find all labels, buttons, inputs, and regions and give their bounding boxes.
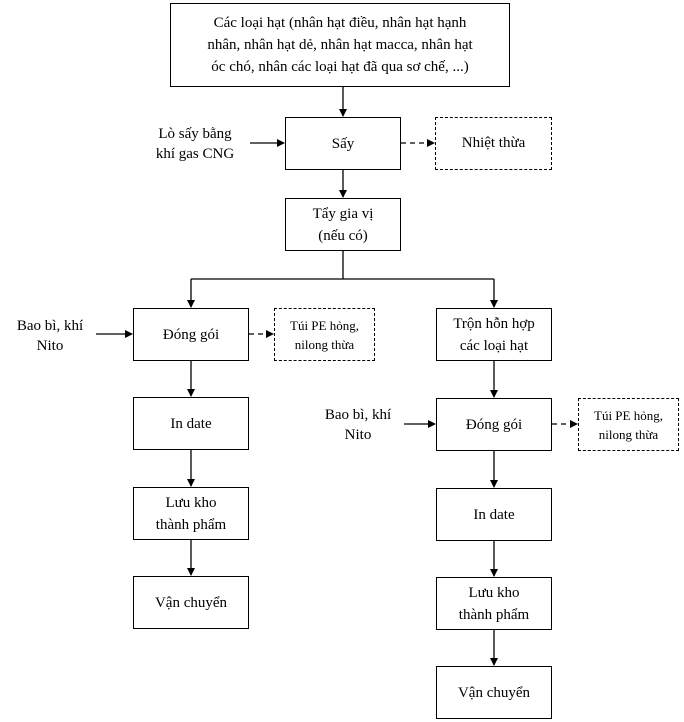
input-materials-box: Các loại hạt (nhân hạt điều, nhân hạt hạ… xyxy=(170,3,510,87)
right-packing-text: Đóng gói xyxy=(465,416,523,433)
right-packaging-input-text: Bao bì, khí Nito xyxy=(324,407,392,443)
right-date-box: In date xyxy=(436,488,552,541)
left-packing-box: Đóng gói xyxy=(133,308,249,361)
mixing-box: Trộn hỗn hợp các loại hạt xyxy=(436,308,552,361)
right-transport-box: Vận chuyển xyxy=(436,666,552,719)
right-date-text: In date xyxy=(473,506,515,523)
left-waste-box: Túi PE hỏng, nilong thừa xyxy=(274,308,375,361)
mixing-text: Trộn hỗn hợp các loại hạt xyxy=(453,315,535,354)
dryer-input-label: Lò sấy bằng khí gas CNG xyxy=(140,124,250,164)
left-transport-box: Vận chuyển xyxy=(133,576,249,629)
right-waste-box: Túi PE hỏng, nilong thừa xyxy=(578,398,679,451)
right-packing-box: Đóng gói xyxy=(436,398,552,451)
right-packaging-input-label: Bao bì, khí Nito xyxy=(312,405,404,445)
right-waste-text: Túi PE hỏng, nilong thừa xyxy=(594,407,663,442)
left-storage-text: Lưu kho thành phẩm xyxy=(155,494,227,533)
right-storage-box: Lưu kho thành phẩm xyxy=(436,577,552,630)
left-packaging-input-text: Bao bì, khí Nito xyxy=(16,318,84,354)
right-storage-text: Lưu kho thành phẩm xyxy=(458,584,530,623)
dryer-input-text: Lò sấy bằng khí gas CNG xyxy=(155,126,235,162)
input-materials-text: Các loại hạt (nhân hạt điều, nhân hạt hạ… xyxy=(207,15,473,75)
right-transport-text: Vận chuyển xyxy=(457,684,531,701)
seasoning-text: Tẩy gia vị (nếu có) xyxy=(312,205,374,244)
left-transport-text: Vận chuyển xyxy=(154,594,228,611)
left-packing-text: Đóng gói xyxy=(162,326,220,343)
excess-heat-box: Nhiệt thừa xyxy=(435,117,552,170)
drying-text: Sấy xyxy=(331,135,355,152)
drying-box: Sấy xyxy=(285,117,401,170)
left-storage-box: Lưu kho thành phẩm xyxy=(133,487,249,540)
left-waste-text: Túi PE hỏng, nilong thừa xyxy=(290,317,359,352)
excess-heat-text: Nhiệt thừa xyxy=(461,135,526,151)
left-date-text: In date xyxy=(170,415,212,432)
left-packaging-input-label: Bao bì, khí Nito xyxy=(4,316,96,356)
seasoning-box: Tẩy gia vị (nếu có) xyxy=(285,198,401,251)
left-date-box: In date xyxy=(133,397,249,450)
